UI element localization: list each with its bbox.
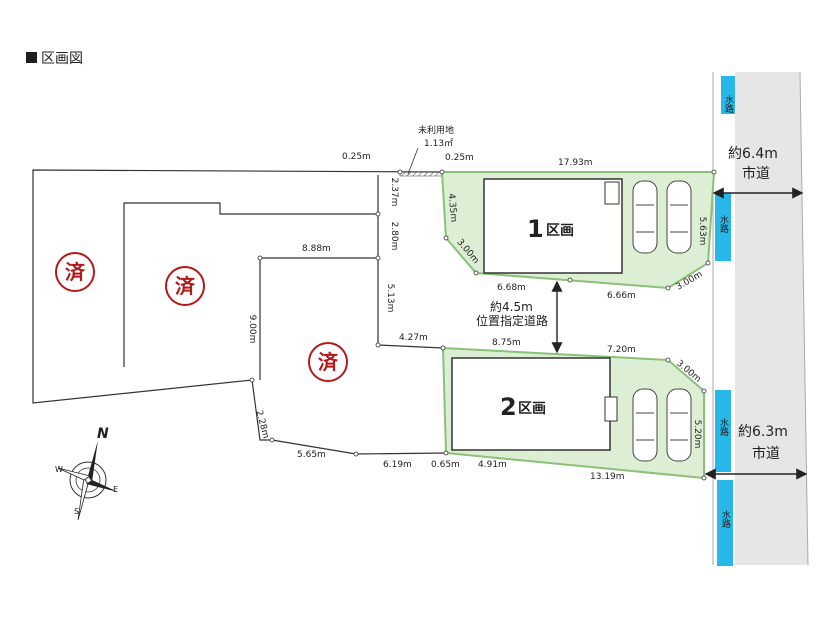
unused-land-leader: [407, 147, 419, 175]
private-road-name: 位置指定道路: [476, 313, 548, 328]
compass-s: S: [74, 507, 79, 516]
car-icon: [632, 388, 658, 462]
dim-label: 4.35m: [446, 193, 458, 223]
unused-land-label: 未利用地: [418, 124, 454, 136]
dim-label: 4.27m: [399, 333, 428, 343]
waterway-label-top: 水路: [723, 94, 734, 114]
dim-label: 13.19m: [590, 472, 625, 482]
lot-2-bottom-extension: [355, 452, 447, 455]
dim-label: 0.25m: [342, 152, 371, 162]
car-icon: [632, 180, 658, 254]
dim-label: 5.20m: [692, 420, 702, 449]
waterway-label-mid-1: 水路: [718, 214, 729, 234]
car-icons: [632, 180, 692, 462]
dim-label: 5.65m: [297, 450, 326, 460]
dim-label: 8.88m: [302, 244, 331, 254]
waterway-mid-2: [715, 390, 731, 472]
dim-label: 6.68m: [497, 283, 526, 293]
waterway-top: [721, 76, 735, 114]
dim-label: 6.66m: [607, 291, 636, 301]
unused-land-hatch: [399, 171, 443, 177]
dim-label: 9.00m: [247, 315, 257, 344]
dim-label: 0.65m: [431, 460, 460, 470]
road-edge-right: [799, 71, 809, 566]
sold-mark-2: 済: [175, 274, 196, 298]
title-square-icon: [26, 52, 37, 63]
dim-label: 7.20m: [607, 345, 636, 355]
lot-2-porch: [604, 396, 618, 422]
unused-land-area: 1.13㎡: [424, 138, 453, 149]
waterway-label-mid-2: 水路: [718, 417, 729, 437]
dim-label: 5.63m: [697, 217, 707, 246]
car-icon: [666, 180, 692, 254]
dim-label: 2.80m: [389, 222, 399, 251]
lot-1-house: [483, 178, 623, 274]
city-road-2-width: 約6.3m: [738, 424, 788, 440]
dim-label: 4.91m: [478, 460, 507, 470]
page-title: 区画図: [41, 51, 83, 67]
city-road-1-width: 約6.4m: [728, 146, 778, 162]
waterway-label-bottom: 水路: [720, 509, 731, 529]
sold-mark-1: 済: [65, 260, 86, 284]
lot-1-porch: [604, 181, 620, 205]
dim-label: 5.13m: [385, 284, 395, 313]
compass-e: E: [113, 485, 118, 494]
sold-stamps: [55, 252, 348, 382]
dim-label: 8.75m: [492, 338, 521, 348]
dim-label: 2.28m: [253, 409, 270, 439]
waterway-bottom: [717, 480, 733, 566]
lot-2-number: 2: [500, 393, 517, 421]
dim-label: 2.37m: [389, 178, 399, 207]
city-road-1-name: 市道: [742, 165, 770, 182]
boundary-points: [249, 169, 717, 481]
dim-label: 17.93m: [558, 158, 593, 168]
dim-label: 6.19m: [383, 460, 412, 470]
compass-w: W: [55, 465, 63, 474]
sold-parcels: [32, 169, 444, 455]
lot-1-suffix: 区画: [546, 223, 574, 239]
private-road-width: 約4.5m: [490, 299, 533, 314]
compass-icon: [57, 440, 118, 521]
lot-2-suffix: 区画: [518, 401, 546, 417]
lot-2-house: [451, 357, 611, 451]
waterway-mid-1: [715, 193, 731, 261]
city-road-2-name: 市道: [752, 445, 780, 462]
lot-1-number: 1: [527, 215, 544, 243]
car-icon: [666, 388, 692, 462]
dim-label: 0.25m: [445, 153, 474, 163]
sold-mark-3: 済: [318, 350, 339, 374]
compass-n: N: [97, 426, 109, 442]
